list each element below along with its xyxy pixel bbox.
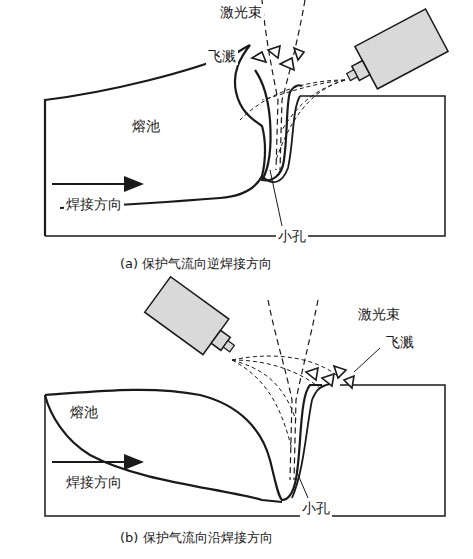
laser-beam xyxy=(294,300,318,480)
laser-beam xyxy=(262,0,278,170)
part-label: 焊接方向 xyxy=(64,196,124,213)
workpiece-outline xyxy=(45,385,445,516)
leader-line xyxy=(270,170,282,226)
gas-nozzle xyxy=(337,9,448,98)
weld-pool-outline xyxy=(45,45,265,236)
keyhole-wall xyxy=(292,384,330,498)
weld-pool-outline xyxy=(45,385,322,500)
spatter xyxy=(252,46,304,70)
part-label: 熔池 xyxy=(130,118,162,135)
gas-flow xyxy=(276,80,345,160)
workpiece-outline xyxy=(45,96,445,236)
gas-flow xyxy=(262,80,345,100)
part-label: 小孔 xyxy=(300,500,332,517)
direction-arrow xyxy=(52,461,142,463)
direction-arrow xyxy=(52,183,142,185)
gas-flow xyxy=(232,360,292,450)
leader-line xyxy=(354,348,380,372)
part-label: 焊接方向 xyxy=(64,474,124,491)
figure-caption: (b) 保护气流向沿焊接方向 xyxy=(118,530,275,546)
keyhole xyxy=(255,70,302,180)
laser-beam xyxy=(280,0,305,170)
gas-flow xyxy=(232,360,320,388)
part-label: 飞溅 xyxy=(384,334,416,351)
part-label: 激光束 xyxy=(218,4,264,21)
part-label: 飞溅 xyxy=(206,48,238,65)
figure-caption: (a) 保护气流向逆焊接方向 xyxy=(118,256,274,272)
gas-flow xyxy=(282,80,345,130)
part-label: 激光束 xyxy=(356,306,402,323)
gas-flow xyxy=(232,356,340,378)
leader-line xyxy=(296,470,308,498)
part-label: 熔池 xyxy=(68,404,100,421)
part-label: 小孔 xyxy=(276,228,308,245)
gas-nozzle xyxy=(145,277,245,367)
spatter xyxy=(306,366,354,388)
weld-pool-outline xyxy=(45,395,282,502)
gas-flow xyxy=(232,360,296,420)
